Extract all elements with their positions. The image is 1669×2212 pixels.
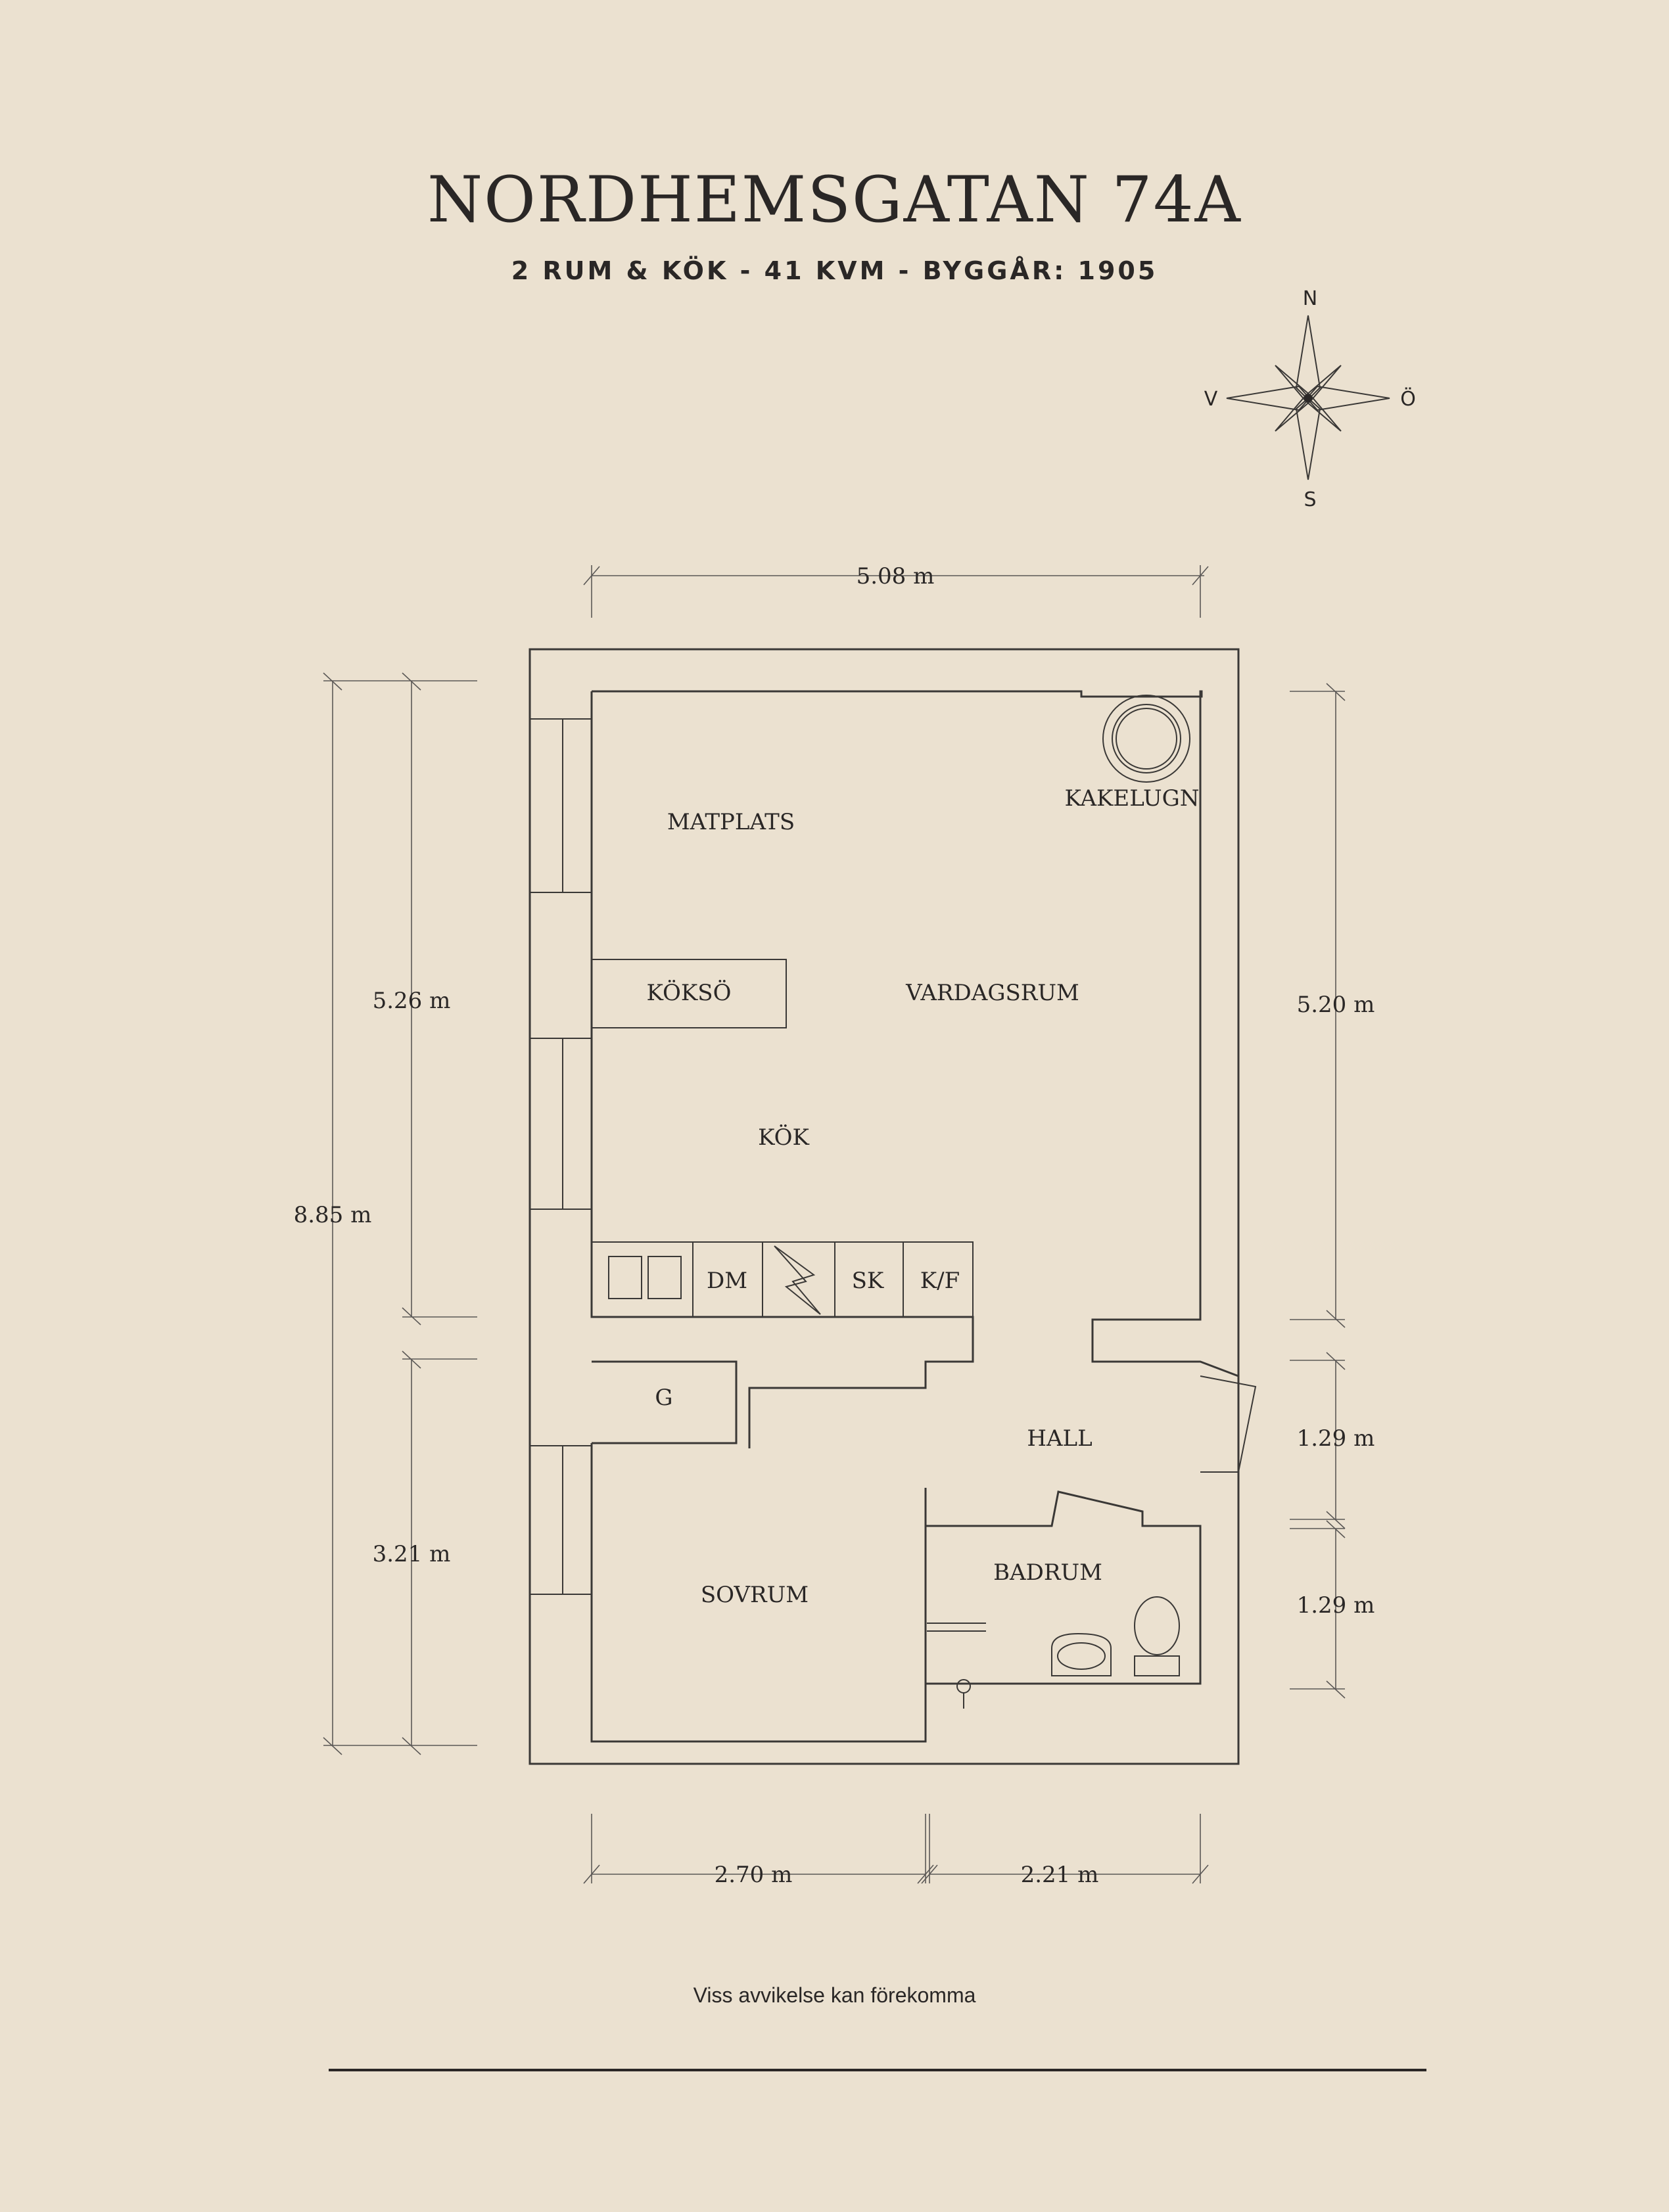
appliance-sk: SK — [852, 1268, 884, 1294]
left-inner-wall-upper — [590, 691, 974, 1448]
disclaimer-text: Viss avvikelse kan förekomma — [693, 1983, 976, 2007]
dim-bottom-right-label: 2.21 m — [1021, 1862, 1099, 1888]
outer-wall — [529, 648, 1240, 1765]
compass-west: V — [1204, 388, 1218, 411]
appliance-dm: DM — [707, 1268, 747, 1294]
kitchen-counter — [591, 1241, 974, 1318]
window-left-3 — [529, 1445, 592, 1595]
dim-top-label: 5.08 m — [857, 563, 935, 589]
dim-left-upper-label: 5.26 m — [373, 988, 451, 1014]
dim-left — [323, 672, 477, 1755]
room-matplats: MATPLATS — [667, 809, 795, 835]
toilet-icon — [1134, 1596, 1180, 1676]
tile-stove-icon — [1102, 695, 1190, 783]
window-left-2 — [529, 1038, 592, 1210]
sink-icon — [1051, 1632, 1112, 1676]
entrance-door — [1200, 1375, 1257, 1473]
dim-bottom-left-label: 2.70 m — [715, 1862, 793, 1888]
compass-north: N — [1303, 287, 1317, 310]
window-left-1 — [529, 718, 592, 893]
room-vardagsrum: VARDAGSRUM — [905, 980, 1079, 1006]
dim-right-bath-label: 1.29 m — [1297, 1592, 1375, 1619]
room-kok: KÖK — [758, 1124, 809, 1151]
upper-inner-wall — [592, 690, 1239, 1377]
dim-top — [583, 565, 1209, 618]
room-sovrum: SOVRUM — [701, 1582, 809, 1608]
shower-icon — [927, 1623, 986, 1709]
dim-right-hall-label: 1.29 m — [1297, 1425, 1375, 1452]
plan-subtitle: 2 RUM & KÖK - 41 KVM - BYGGÅR: 1905 — [511, 256, 1158, 285]
closet-wall — [592, 1360, 738, 1444]
room-g: G — [655, 1385, 672, 1411]
dim-left-total-label: 8.85 m — [294, 1202, 372, 1228]
room-kakelugn: KAKELUGN — [1064, 785, 1199, 812]
dim-right — [1290, 683, 1346, 1699]
room-hall: HALL — [1027, 1425, 1092, 1452]
compass-east: Ö — [1400, 387, 1416, 411]
compass-rose-icon — [1226, 315, 1390, 480]
appliance-kf: K/F — [920, 1268, 960, 1294]
dim-bottom — [583, 1814, 1209, 1884]
kitchen-island — [591, 959, 787, 1028]
room-koksö: KÖKSÖ — [647, 979, 732, 1006]
room-badrum: BADRUM — [993, 1559, 1102, 1586]
compass-south: S — [1304, 488, 1316, 511]
dim-left-lower-label: 3.21 m — [373, 1541, 451, 1567]
plan-title: NORDHEMSGATAN 74A — [427, 163, 1242, 237]
dim-right-upper-label: 5.20 m — [1297, 992, 1375, 1018]
bathroom-wall — [924, 1490, 1202, 1685]
